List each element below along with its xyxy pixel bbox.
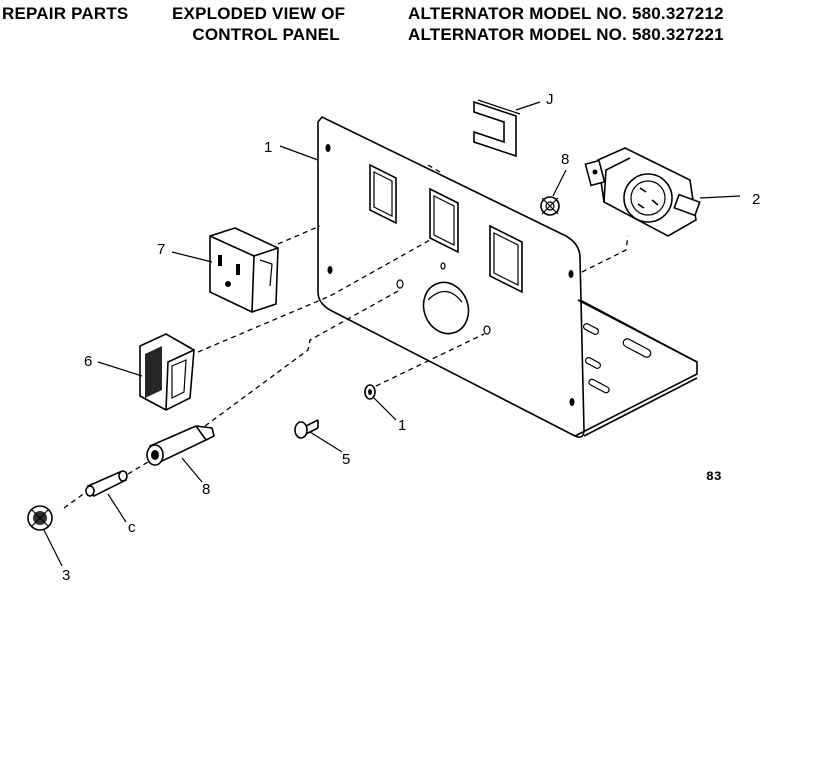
washer: [364, 384, 376, 400]
control-panel-bracket: [317, 116, 698, 438]
callout-nut-top: 8: [561, 151, 569, 168]
callout-fuse: c: [128, 519, 136, 536]
header-model-line2: ALTERNATOR MODEL NO. 580.327221: [408, 25, 724, 44]
callout-outlet: 7: [157, 241, 165, 258]
leader-lines: [43, 101, 741, 567]
callout-twistlock: 2: [752, 191, 760, 208]
callout-clip: J: [546, 91, 554, 108]
nut-top: [540, 196, 560, 216]
assembly-lines: [63, 164, 629, 509]
screw: [294, 419, 319, 439]
header-repair-parts: REPAIR PARTS: [2, 3, 128, 24]
callout-fuse-holder: 8: [202, 481, 210, 498]
outlet-receptacle: [209, 227, 279, 313]
fuse-cap: [27, 505, 53, 531]
header-middle-line2: CONTROL PANEL: [192, 25, 340, 44]
callout-washer: 1: [398, 417, 406, 434]
figure-code: 83: [706, 469, 722, 484]
fuse: [85, 470, 128, 498]
rocker-switch: [139, 333, 195, 411]
callout-screw: 5: [342, 451, 350, 468]
clip-part: [473, 99, 521, 158]
header-left-text: REPAIR PARTS: [2, 4, 129, 23]
header-exploded-view: EXPLODED VIEW OF CONTROL PANEL: [172, 3, 345, 45]
header-model-line1: ALTERNATOR MODEL NO. 580.327212: [408, 4, 724, 23]
callout-panel: 1: [264, 139, 272, 156]
header-middle-line1: EXPLODED VIEW OF: [172, 4, 346, 23]
header-model-numbers: ALTERNATOR MODEL NO. 580.327212 ALTERNAT…: [408, 3, 724, 45]
callout-cap: 3: [62, 567, 70, 584]
twist-lock-receptacle: [584, 147, 701, 237]
fuse-holder: [146, 425, 215, 466]
callout-switch: 6: [84, 353, 92, 370]
